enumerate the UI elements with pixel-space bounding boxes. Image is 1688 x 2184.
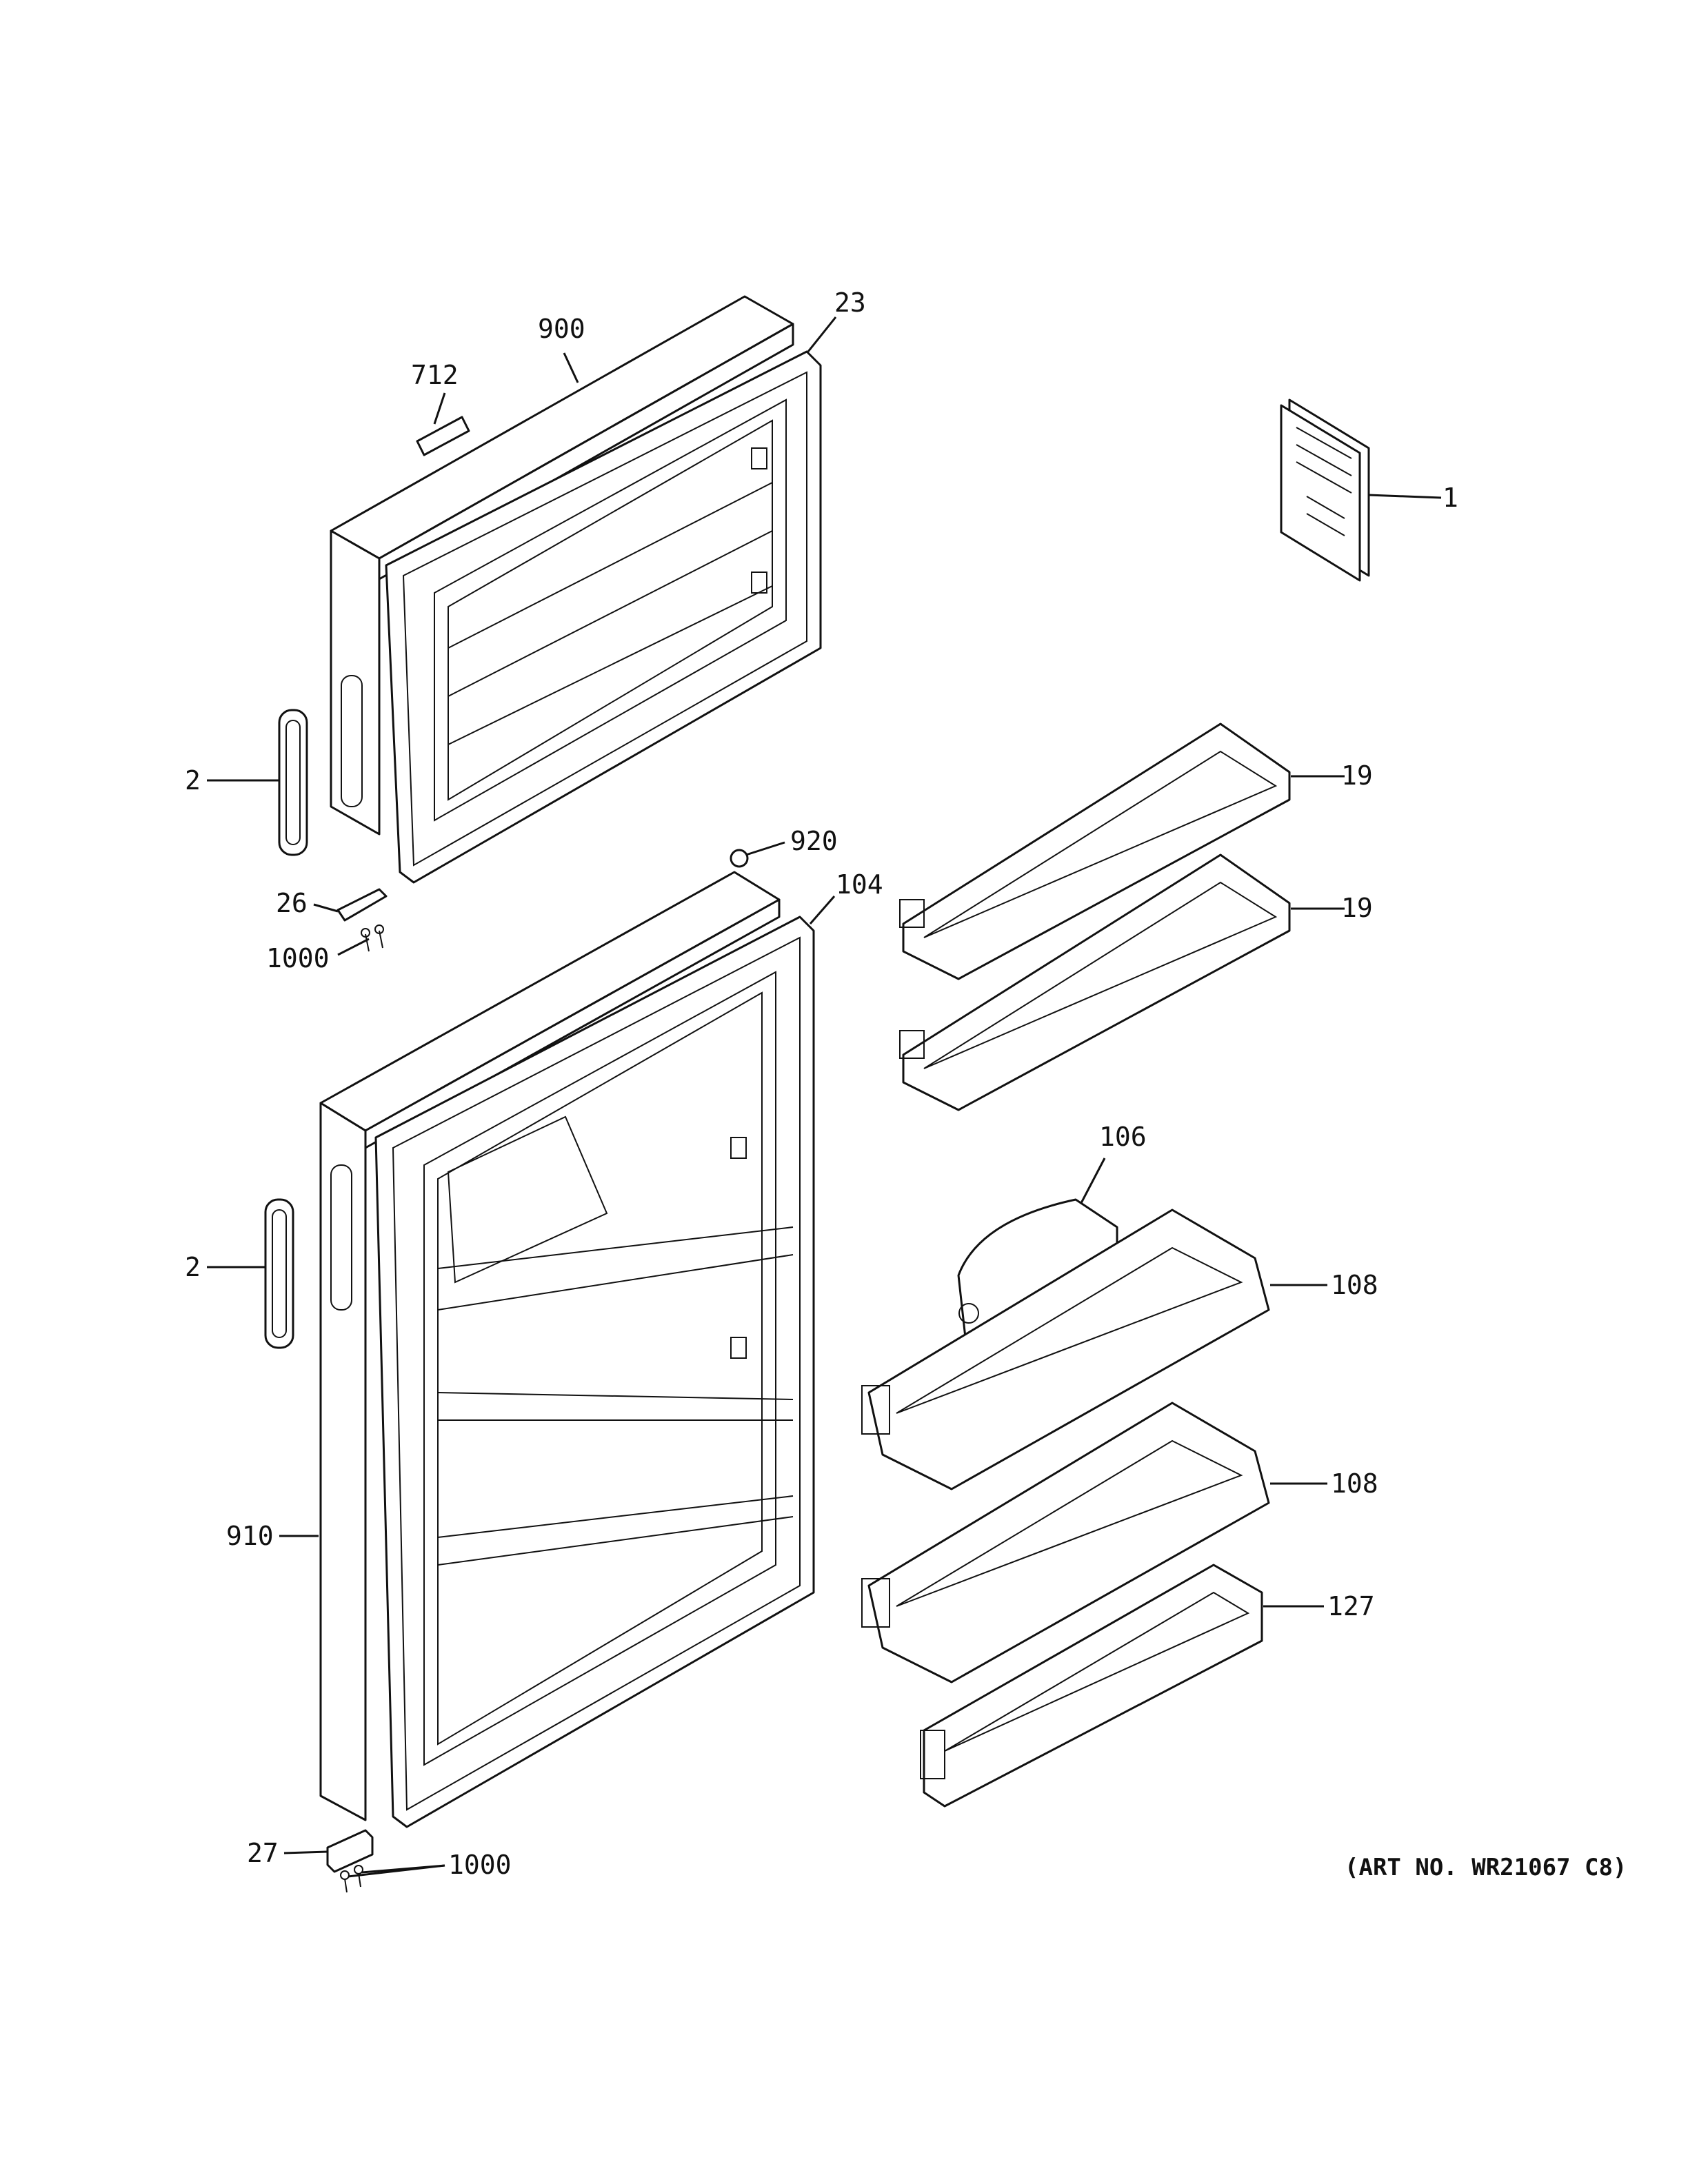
callout-19-b: 19 [1341,893,1373,923]
callout-104: 104 [836,869,883,900]
leader-lines [207,316,1442,1878]
callout-108-b: 108 [1331,1468,1378,1499]
callout-910: 910 [226,1521,274,1551]
callout-19-a: 19 [1341,760,1373,791]
top-hinge-part-26 [336,888,388,952]
callout-1: 1 [1443,483,1458,513]
callout-127: 127 [1327,1591,1375,1621]
callout-1000-top: 1000 [266,943,330,973]
callout-900: 900 [538,314,585,344]
callout-26: 26 [276,888,308,918]
fresh-food-door-bin-part-108-b [861,1402,1270,1684]
callout-2-top: 2 [185,765,201,796]
freezer-door-shelf-part-19-b [899,853,1291,1111]
callout-23: 23 [834,287,866,318]
bottom-hinge-part-27 [326,1829,374,1893]
callout-920: 920 [790,826,838,856]
callout-106: 106 [1099,1122,1147,1152]
fresh-food-door-bin-part-127 [920,1564,1263,1808]
callout-712: 712 [411,360,459,390]
art-number: (ART NO. WR21067 C8) [1345,1854,1627,1881]
fresh-food-door [319,871,815,1828]
door-stop-part-920 [730,849,749,868]
fresh-food-door-bin-part-108-a [861,1209,1270,1490]
owners-manual [1280,398,1370,582]
callout-1000-bottom: 1000 [448,1850,512,1880]
callout-108-a: 108 [1331,1270,1378,1300]
freezer-door-handle [278,709,308,856]
freezer-door-shelf-part-19-a [899,722,1291,980]
fresh-food-door-handle [264,1198,294,1349]
freezer-door [330,295,822,884]
callout-2-bottom: 2 [185,1252,201,1282]
label-part-712 [416,416,470,456]
callout-labels: 900 23 712 1 2 19 19 920 104 26 1000 106… [185,287,1458,1880]
callout-27: 27 [247,1838,279,1868]
